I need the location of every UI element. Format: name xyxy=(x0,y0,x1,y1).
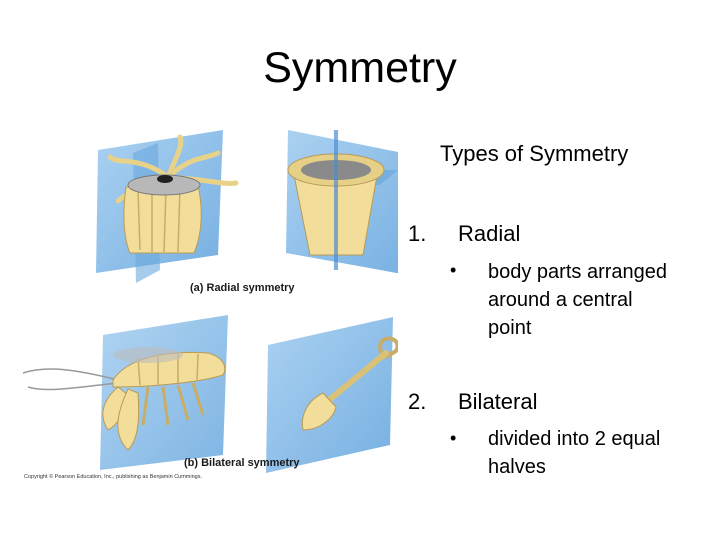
types-heading: Types of Symmetry xyxy=(440,141,629,166)
copyright-notice: Copyright © Pearson Education, Inc., pub… xyxy=(24,474,203,480)
item-label-radial: Radial xyxy=(458,221,521,246)
radial-description-line-2: around a central xyxy=(488,289,633,311)
bullet-icon: • xyxy=(450,260,457,280)
caption-radial: (a) Radial symmetry xyxy=(190,282,295,294)
symmetry-figure: (a) Radial symmetry (b) Bilateral symmet… xyxy=(18,125,413,490)
radial-description-line-1: body parts arranged xyxy=(488,261,668,283)
bilateral-description-line-1: divided into 2 equal xyxy=(488,428,661,450)
shovel-drawing xyxy=(266,317,400,473)
symmetry-illustration xyxy=(22,130,413,473)
caption-bilateral: (b) Bilateral symmetry xyxy=(184,457,300,469)
slide-title: Symmetry xyxy=(263,44,457,92)
radial-description-line-3: point xyxy=(488,317,532,339)
sea-anemone-drawing xyxy=(96,130,239,283)
bullet-icon: • xyxy=(450,428,457,448)
flower-pot-drawing xyxy=(286,130,413,275)
bilateral-description-line-2: halves xyxy=(488,456,546,478)
item-number: 2. xyxy=(408,389,427,414)
lobster-drawing xyxy=(22,315,228,470)
item-label-bilateral: Bilateral xyxy=(458,389,538,414)
item-number: 1. xyxy=(408,221,427,246)
